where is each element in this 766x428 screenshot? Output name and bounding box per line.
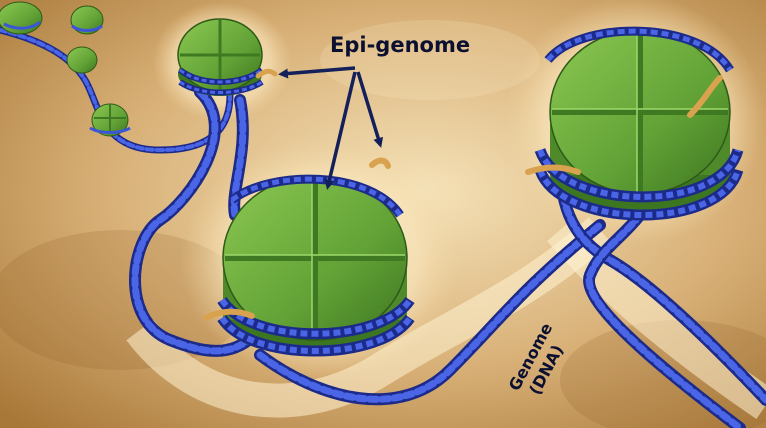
histone-tail — [255, 68, 278, 79]
epigenome-label: Epi-genome — [330, 33, 470, 57]
dna-strand — [0, 26, 766, 428]
histone-tail — [369, 157, 391, 169]
epigenome-arrows — [278, 66, 384, 190]
histone-tail — [687, 75, 723, 118]
small-left-nucleosome — [0, 1, 131, 137]
histone-tail — [525, 164, 581, 175]
histone-tail — [203, 308, 255, 321]
top-center-nucleosome — [177, 18, 264, 96]
right-nucleosome — [534, 26, 744, 221]
center-nucleosome — [217, 174, 415, 357]
